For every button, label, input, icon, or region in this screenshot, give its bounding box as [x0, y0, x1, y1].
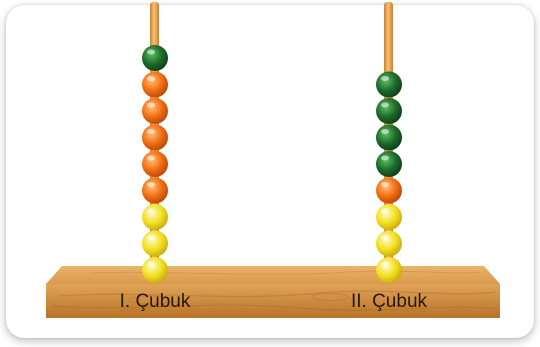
bead-green: [376, 98, 402, 124]
bead-highlight: [381, 261, 389, 267]
bead-highlight: [147, 208, 155, 214]
rod-1-beads: [142, 45, 168, 283]
rod-2-beads: [376, 71, 402, 283]
bead-orange: [142, 177, 168, 204]
bead-highlight: [381, 76, 389, 81]
bead-green: [142, 45, 168, 71]
bead-highlight: [147, 76, 155, 81]
bead-green: [376, 151, 402, 177]
bead-yellow: [376, 257, 402, 283]
bead-yellow: [142, 257, 168, 283]
bead-highlight: [147, 129, 155, 134]
bead-highlight: [381, 129, 389, 134]
bead-orange: [142, 71, 168, 98]
rod-2-label: II. Çubuk: [351, 291, 428, 312]
bead-green: [376, 124, 402, 151]
bead-yellow: [142, 230, 168, 257]
wooden-base: [46, 266, 500, 318]
bead-highlight: [381, 155, 389, 161]
bead-highlight: [147, 182, 155, 187]
bead-highlight: [381, 208, 389, 214]
bead-orange: [142, 98, 168, 124]
bead-yellow: [376, 204, 402, 230]
bead-highlight: [147, 261, 155, 267]
bead-highlight: [381, 102, 389, 108]
bead-orange: [376, 177, 402, 204]
rod-1-label: I. Çubuk: [120, 291, 191, 312]
bead-highlight: [381, 235, 389, 240]
bead-yellow: [376, 230, 402, 257]
bead-highlight: [381, 182, 389, 187]
bead-highlight: [147, 235, 155, 240]
bead-highlight: [147, 49, 155, 55]
bead-green: [376, 71, 402, 98]
bead-highlight: [147, 155, 155, 161]
bead-orange: [142, 124, 168, 151]
bead-orange: [142, 151, 168, 177]
bead-yellow: [142, 204, 168, 230]
bead-highlight: [147, 102, 155, 108]
